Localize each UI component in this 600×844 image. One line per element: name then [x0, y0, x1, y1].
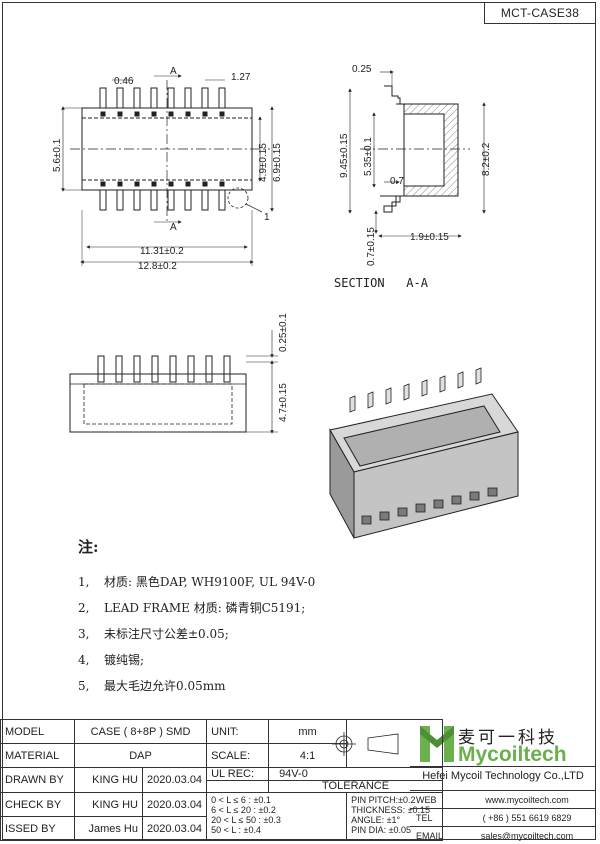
projection-cell — [346, 719, 444, 768]
dim-total-height: 9.45±0.15 — [339, 133, 350, 178]
tolerance-length-cell: 0 < L ≤ 6 : ±0.1 6 < L ≤ 20 : ±0.2 20 < … — [206, 792, 348, 841]
company-logo: 麦可一科技 Mycoiltech — [410, 719, 596, 767]
side-view-labels: 0.25±0.1 4.7±0.15 — [278, 313, 289, 422]
dim-width-outer: 12.8±0.2 — [138, 261, 177, 272]
tel-label: TEL — [416, 812, 433, 823]
dim-inner-height-1: 4.9±0.15 — [258, 143, 269, 182]
tol-length-1: 0 < L ≤ 6 : ±0.1 — [211, 795, 271, 805]
unit-label: UNIT: — [206, 719, 270, 744]
scale-value: 4:1 — [268, 743, 348, 768]
dim-body-height: 4.7±0.15 — [278, 383, 289, 422]
section-view — [348, 70, 486, 238]
company-name-en: Mycoiltech — [458, 743, 567, 766]
dim-pin-offset: 1.9±0.15 — [410, 232, 449, 243]
dim-section-inner-height: 5.35±0.1 — [363, 137, 374, 176]
top-pin-holes — [100, 111, 225, 187]
web-label: WEB — [416, 794, 437, 805]
dim-section-mark-top: A — [170, 66, 177, 77]
detail-circle — [227, 187, 249, 209]
iso-pins-bottom — [361, 487, 498, 525]
web-value[interactable]: www.mycoiltech.com — [485, 794, 569, 805]
ul-label-cell: UL REC: — [206, 767, 270, 793]
notes-heading: 注: — [78, 538, 99, 556]
tolerance-label: TOLERANCE — [322, 780, 390, 792]
ul-value: 94V-0 — [269, 768, 443, 781]
drawn-name: KING HU — [74, 767, 143, 793]
scale-label: SCALE: — [206, 743, 270, 768]
drawn-label: DRAWN BY — [0, 767, 75, 793]
note-item: 5,最大毛边允许0.05mm — [78, 679, 226, 693]
contact-email-row: EMAIL sales@mycoiltech.com — [410, 826, 596, 844]
unit-value: mm — [268, 719, 348, 744]
dim-pitch: 1.27 — [231, 72, 251, 83]
tol-other-1: PIN PITCH:±0.2 — [351, 795, 416, 805]
top-pins-upper — [99, 87, 226, 109]
side-view — [69, 330, 278, 434]
note-item: 1,材质: 黑色DAP, WH9100F, UL 94V-0 — [78, 575, 316, 589]
top-pins-lower — [99, 189, 226, 211]
email-value[interactable]: sales@mycoiltech.com — [480, 830, 574, 841]
model-label: MODEL — [0, 719, 75, 744]
dim-bottom-offset: 0.7±0.15 — [366, 227, 377, 266]
material-value: DAP — [73, 743, 208, 768]
iso-pins-top — [349, 367, 482, 413]
section-view-labels: 0.25 9.45±0.15 5.35±0.1 0.7 8.2±0.2 1.9±… — [334, 64, 492, 290]
check-name: KING HU — [74, 792, 143, 817]
issued-name: James Hu — [74, 816, 143, 841]
note-item: 4,镀纯锡; — [78, 653, 145, 667]
side-view-body — [69, 373, 247, 433]
dim-pin-width: 0.46 — [114, 76, 134, 87]
drawing-code: MCT-CASE38 — [484, 2, 596, 24]
check-date: 2020.03.04 — [141, 792, 208, 817]
note-item: 2,LEAD FRAME 材质: 磷青铜C5191; — [78, 601, 306, 615]
ul-label: UL REC: — [207, 768, 269, 781]
dim-inner-height-2: 6.9±0.15 — [272, 143, 283, 182]
section-label: SECTION A-A — [334, 276, 429, 290]
dim-top-offset: 0.25 — [352, 64, 372, 75]
dim-pin-top: 0.25±0.1 — [278, 313, 289, 352]
company-contact: WEB www.mycoiltech.com TEL ( +86 ) 551 6… — [410, 790, 596, 844]
dim-recess: 0.7 — [390, 176, 404, 187]
tol-length-3: 20 < L ≤ 50 : ±0.3 — [211, 815, 281, 825]
top-view — [61, 74, 274, 266]
tol-length-4: 50 < L : ±0.4 — [211, 825, 261, 835]
contact-tel-row: TEL ( +86 ) 551 6619 6829 — [410, 808, 596, 826]
side-pins — [97, 355, 231, 383]
tol-other-2: THICKNESS: ±0.15 — [351, 805, 431, 815]
issued-label: ISSED BY — [0, 816, 75, 841]
tol-other-4: PIN DIA: ±0.05 — [351, 825, 412, 835]
dim-detail-mark: 1 — [264, 212, 270, 223]
contact-web-row: WEB www.mycoiltech.com — [410, 790, 596, 808]
dim-section-mark-bottom: A — [170, 222, 177, 233]
company-name-cn: 麦可一科技 — [458, 728, 558, 748]
dim-depth: 8.2±0.2 — [481, 142, 492, 176]
notes-section: 注: 1,材质: 黑色DAP, WH9100F, UL 94V-0 2,LEAD… — [78, 536, 315, 703]
tol-other-3: ANGLE: ±1° — [351, 815, 401, 825]
tolerance-other-cell: PIN PITCH:±0.2 THICKNESS: ±0.15 ANGLE: ±… — [346, 792, 444, 841]
top-view-labels: 0.46 1.27 A A 5.6±0.1 4.9±0.15 6.9±0.15 … — [52, 66, 283, 272]
tol-length-2: 6 < L ≤ 20 : ±0.2 — [211, 805, 276, 815]
model-value: CASE ( 8+8P ) SMD — [73, 719, 208, 744]
issued-date: 2020.03.04 — [141, 816, 208, 841]
isometric-view — [329, 367, 519, 539]
note-item: 3,未标注尺寸公差±0.05; — [78, 627, 229, 641]
tel-value: ( +86 ) 551 6619 6829 — [482, 812, 572, 823]
dim-width-inner: 11.31±0.2 — [140, 246, 184, 257]
check-label: CHECK BY — [0, 792, 75, 817]
dim-height: 5.6±0.1 — [52, 138, 63, 172]
title-block: MODEL CASE ( 8+8P ) SMD UNIT: mm MATERIA… — [0, 719, 444, 841]
email-label: EMAIL — [416, 830, 444, 841]
drawn-date: 2020.03.04 — [141, 767, 208, 793]
company-full-name: Hefei Mycoil Technology Co.,LTD — [422, 770, 584, 782]
material-label: MATERIAL — [0, 743, 75, 768]
